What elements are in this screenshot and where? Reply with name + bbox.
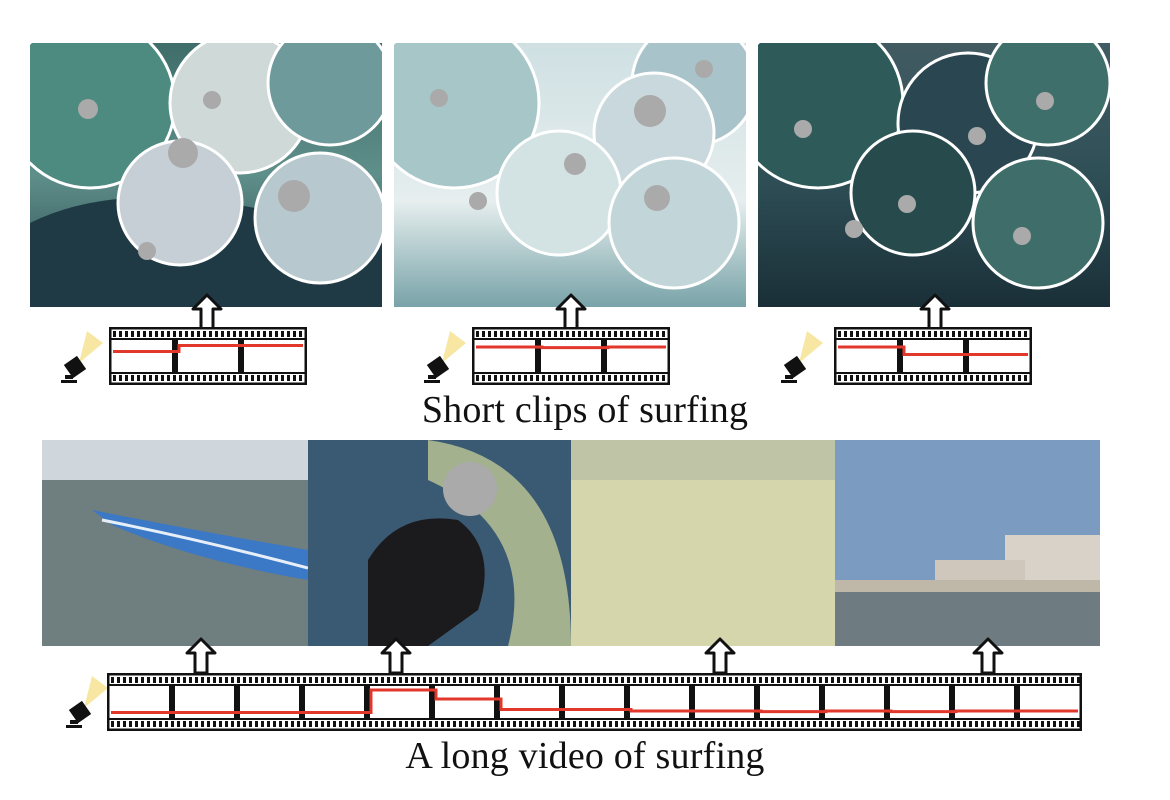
up-arrow-icon xyxy=(185,637,217,675)
spotlight-icon xyxy=(66,676,108,728)
film-strip-icon xyxy=(834,327,1032,385)
spotlight-icon xyxy=(424,331,466,383)
short-clip-2-image xyxy=(394,43,746,307)
long-video-frame-1 xyxy=(42,440,308,646)
up-arrow-icon xyxy=(191,293,223,331)
short-clip-1-image xyxy=(30,43,382,307)
spotlight-icon xyxy=(61,331,103,383)
up-arrow-icon xyxy=(380,637,412,675)
up-arrow-icon xyxy=(919,293,951,331)
spotlight-icon xyxy=(781,331,823,383)
film-strip-icon xyxy=(107,673,1082,731)
up-arrow-icon xyxy=(704,637,736,675)
long-video-caption: A long video of surfing xyxy=(405,735,765,777)
film-strip-icon xyxy=(109,327,307,385)
long-video-frame-4 xyxy=(835,440,1100,646)
up-arrow-icon xyxy=(555,293,587,331)
long-video-frame-3 xyxy=(571,440,835,646)
film-strip-icon xyxy=(472,327,670,385)
long-video-frame-2 xyxy=(308,440,571,646)
short-clips-caption: Short clips of surfing xyxy=(421,389,749,431)
short-clip-3-image xyxy=(758,43,1110,307)
up-arrow-icon xyxy=(972,637,1004,675)
